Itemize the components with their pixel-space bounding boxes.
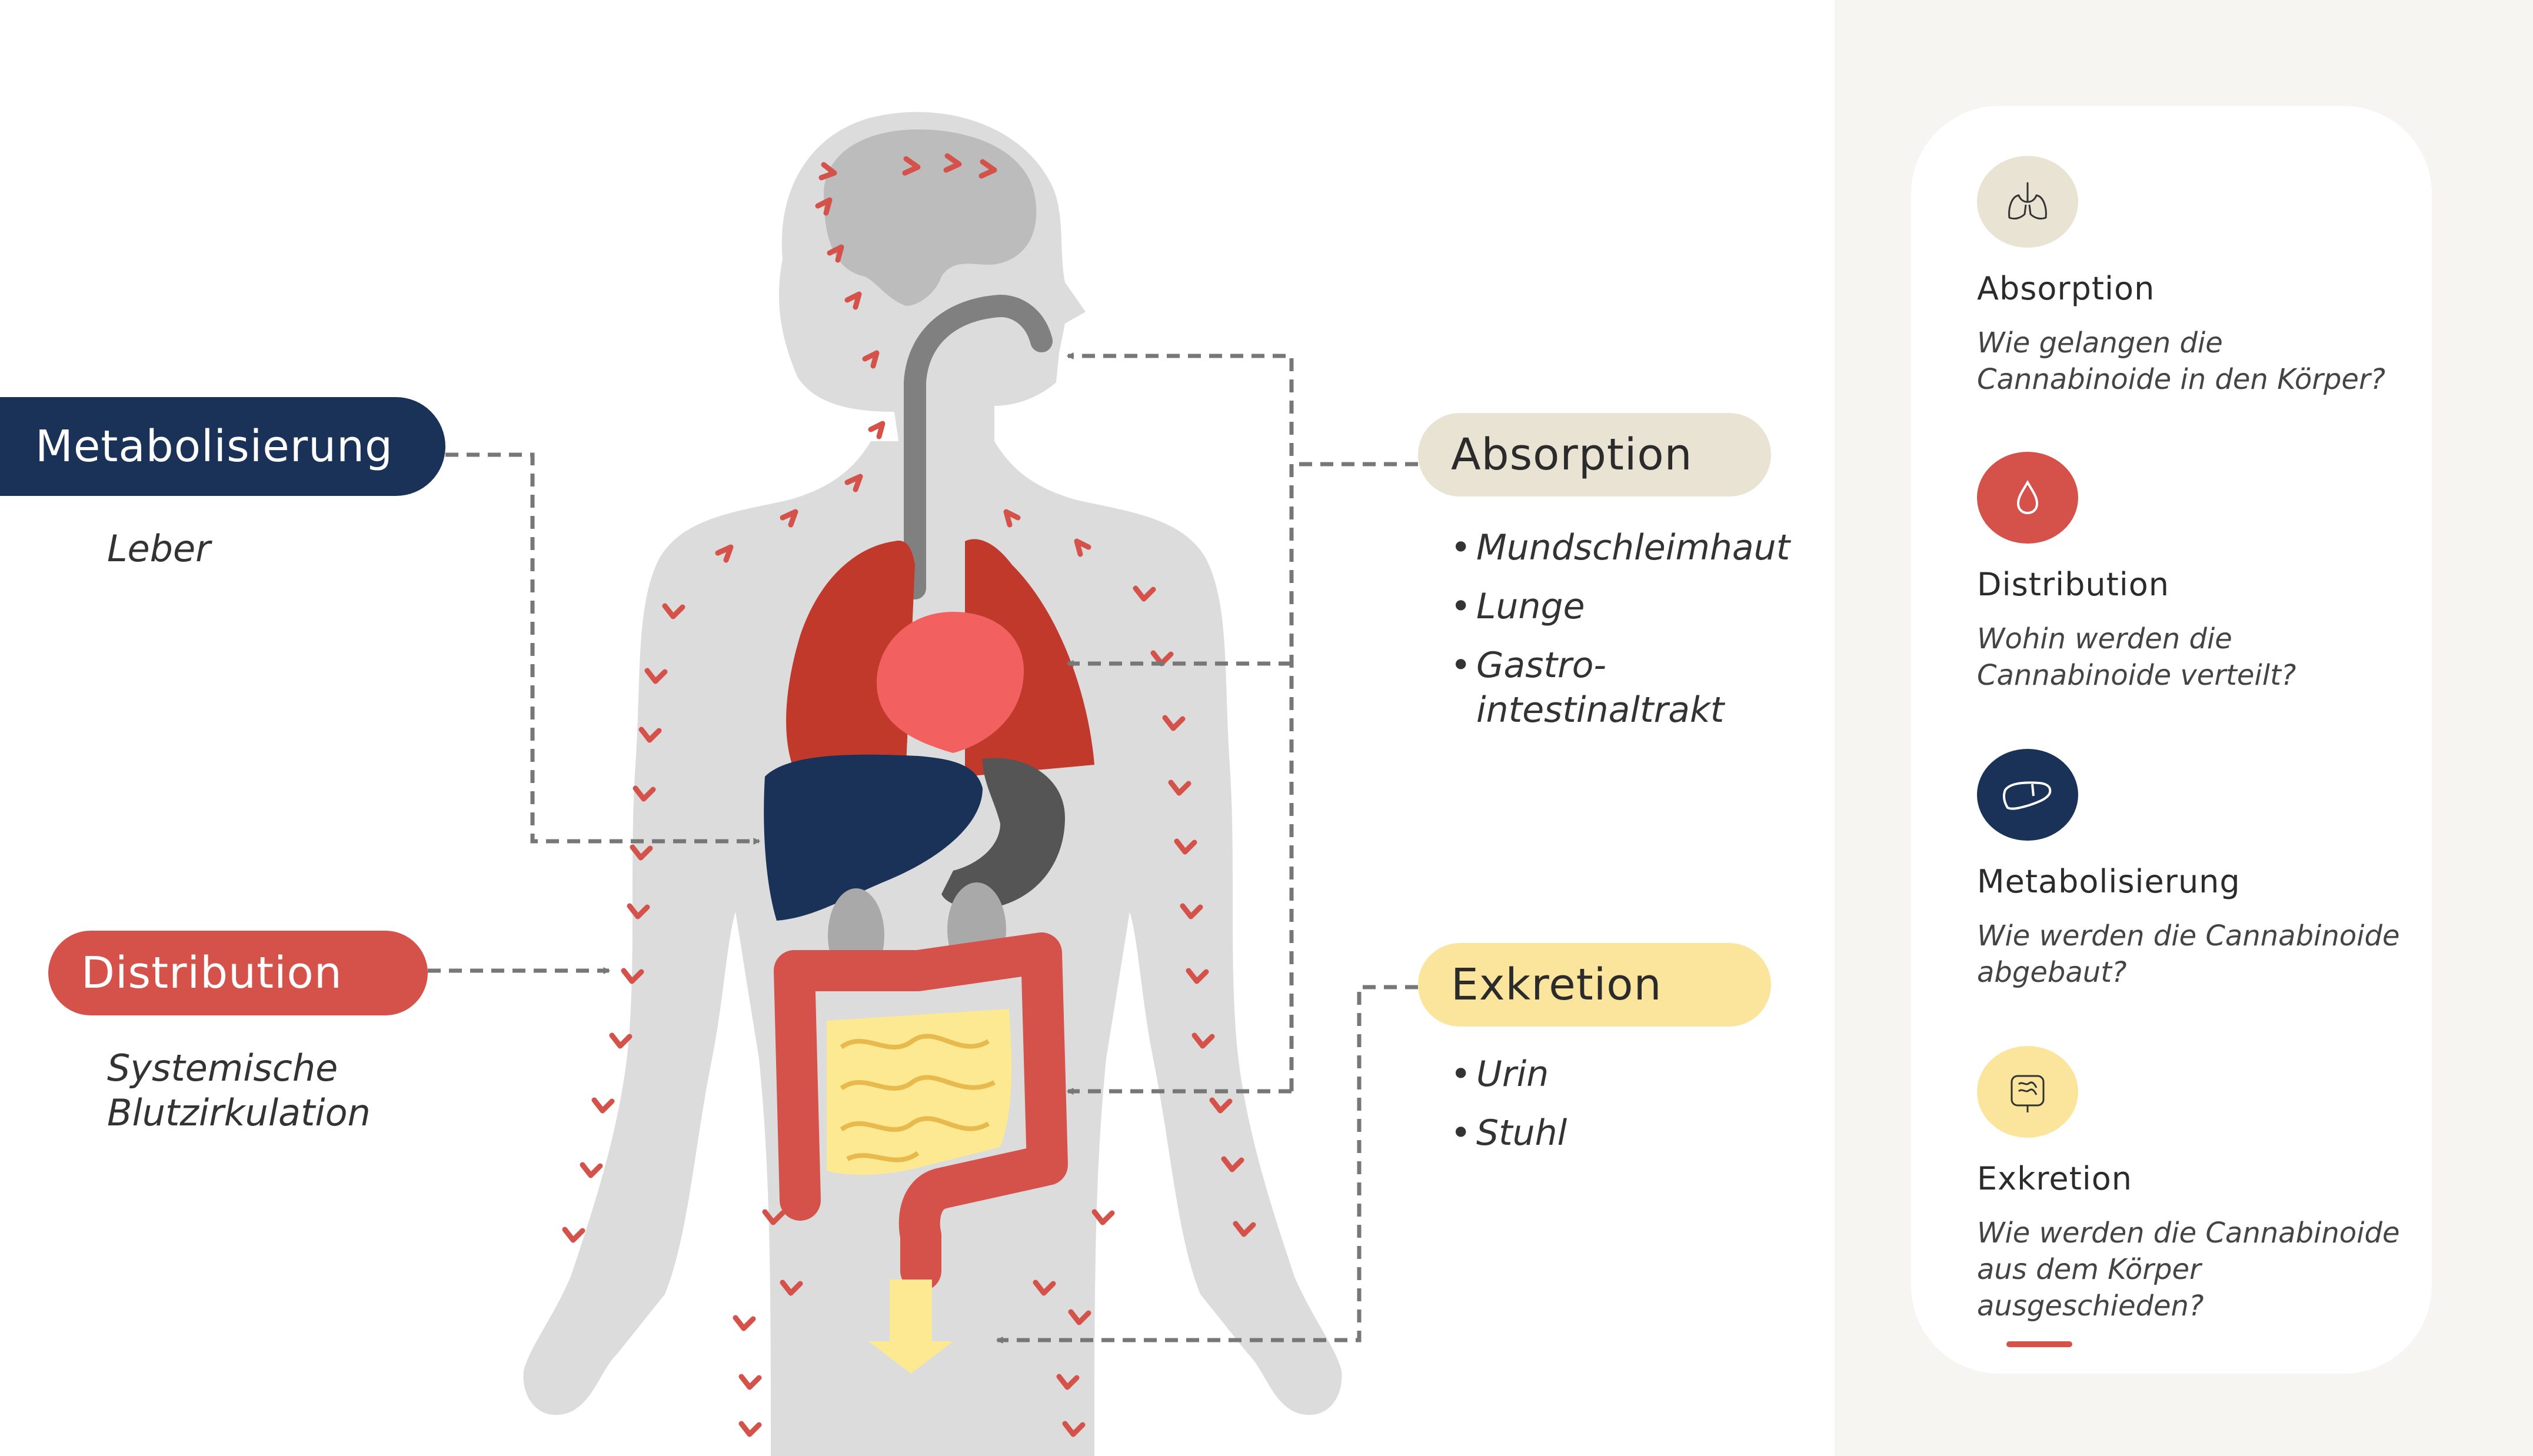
exkretion-pill-label: Exkretion	[1451, 959, 1662, 1010]
legend-title: Absorption	[1977, 270, 2155, 307]
legend-title: Distribution	[1977, 566, 2170, 603]
distribution-caption: Systemische Blutzirkulation	[107, 1047, 371, 1134]
metabolisierung-pill[interactable]: Metabolisierung	[0, 397, 445, 496]
small-intestine	[827, 1009, 1012, 1175]
liver-shape	[764, 754, 983, 921]
distribution-pill-label: Distribution	[81, 948, 342, 998]
legend-description: Wohin werden die Cannabinoide verteilt?	[1977, 622, 2296, 692]
stomach-shape	[941, 758, 1065, 908]
absorption-list: Mundschleimhaut Lunge Gastro- intestinal…	[1450, 525, 1790, 732]
small-intestine-loops	[840, 1034, 996, 1162]
list-item: Gastro- intestinaltrakt	[1450, 643, 1790, 732]
connector-lines	[428, 352, 1418, 1344]
large-intestine	[774, 932, 1068, 1291]
metabolisierung-caption: Leber	[107, 527, 211, 570]
connector-absorption-mouth	[1066, 352, 1294, 1091]
connector-exkretion	[996, 985, 1418, 1344]
blood-drop-icon	[1977, 452, 2078, 544]
absorption-pill[interactable]: Absorption	[1418, 413, 1771, 497]
connector-metabolisierung	[445, 452, 761, 845]
legend-item-absorption[interactable]: Absorption Wie gelangen die Cannabinoide…	[1977, 156, 2424, 398]
list-item: Mundschleimhaut	[1450, 525, 1790, 570]
exkretion-list: Urin Stuhl	[1450, 1052, 1567, 1170]
left-lung	[786, 541, 915, 771]
legend-card	[1911, 106, 2432, 1374]
legend-item-metabolisierung[interactable]: Metabolisierung Wie werden die Cannabino…	[1977, 749, 2424, 991]
legend-item-exkretion[interactable]: Exkretion Wie werden die Cannabinoide au…	[1977, 1046, 2424, 1324]
intestine-icon	[1977, 1046, 2078, 1138]
exkretion-pill[interactable]: Exkretion	[1418, 943, 1771, 1027]
lungs-icon	[1977, 156, 2078, 248]
absorption-pill-label: Absorption	[1451, 429, 1693, 480]
legend-title: Metabolisierung	[1977, 863, 2241, 900]
legend-description: Wie werden die Cannabinoide aus dem Körp…	[1977, 1217, 2400, 1322]
airway-shape	[904, 294, 1053, 599]
legend-title: Exkretion	[1977, 1160, 2133, 1197]
list-item: Lunge	[1450, 584, 1790, 629]
excretion-arrow	[868, 1280, 953, 1374]
liver-icon	[1977, 749, 2078, 841]
legend-description: Wie gelangen die Cannabinoide in den Kör…	[1977, 326, 2386, 396]
list-item: Stuhl	[1450, 1111, 1567, 1155]
scroll-indicator[interactable]	[2006, 1341, 2072, 1347]
heart-shape	[877, 612, 1024, 753]
legend-item-distribution[interactable]: Distribution Wohin werden die Cannabinoi…	[1977, 452, 2424, 694]
metabolisierung-pill-label: Metabolisierung	[35, 421, 393, 472]
distribution-pill[interactable]: Distribution	[48, 931, 428, 1015]
circulation-chevrons	[562, 153, 1256, 1437]
legend-description: Wie werden die Cannabinoide abgebaut?	[1977, 919, 2400, 989]
list-item: Urin	[1450, 1052, 1567, 1097]
